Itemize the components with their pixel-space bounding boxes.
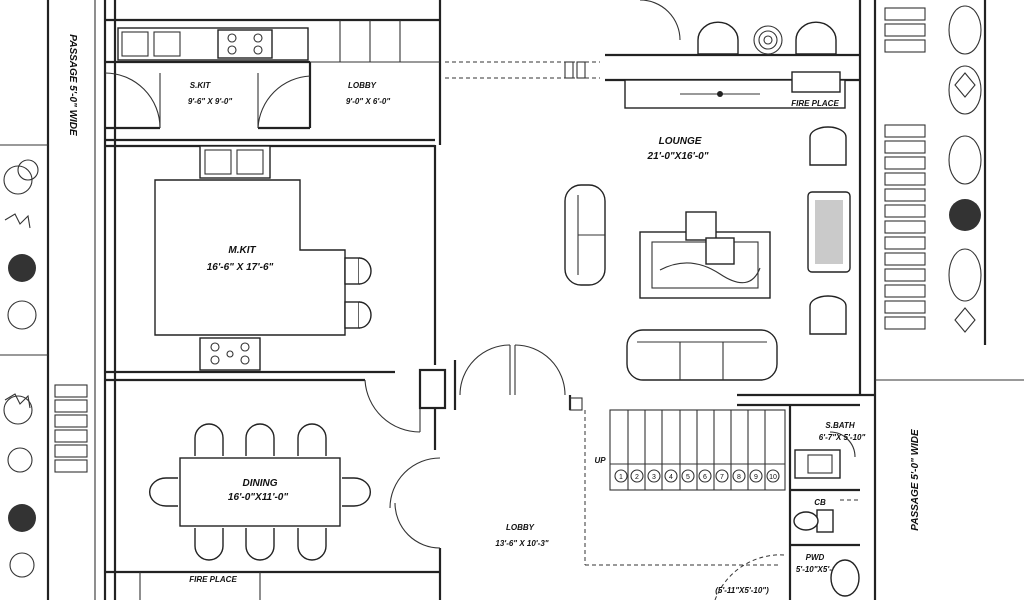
up-label: UP — [594, 456, 606, 465]
main-entry: LOBBY 13'-6" X 10'-3" — [453, 344, 583, 548]
lounge-room: FIRE PLACE LO — [445, 0, 875, 407]
lounge-size: 21'-0"X16'-0" — [647, 151, 709, 162]
armchair-icon — [697, 21, 847, 335]
svg-text:2: 2 — [635, 474, 639, 481]
lounge-name: LOUNGE — [659, 136, 702, 147]
mkit-name: M.KIT — [228, 245, 256, 256]
shrub-icon — [948, 5, 982, 333]
skit-size: 9'-6" X 9'-0" — [188, 97, 233, 106]
dining-size: 16'-0"X11'-0" — [228, 492, 288, 503]
fireplace-bottom-label: FIRE PLACE — [189, 575, 237, 584]
svg-text:4: 4 — [669, 474, 673, 481]
coffee-table-icon — [639, 211, 771, 299]
svg-text:6: 6 — [703, 474, 707, 481]
bath-area: S.BATH 6'-7"X 5'-10" CB PWD 5'-10"X5'-6"… — [714, 405, 866, 600]
left-garden: PASSAGE 5'-0" WIDE — [0, 0, 96, 600]
svg-text:1: 1 — [619, 474, 623, 481]
sink-icon — [204, 149, 232, 175]
svg-text:3: 3 — [652, 474, 656, 481]
stove-icon — [199, 337, 261, 371]
svg-text:9: 9 — [754, 474, 758, 481]
step-numbers: 1 2 3 4 5 6 7 8 9 10 — [614, 469, 780, 483]
lobby-main-name: LOBBY — [506, 523, 535, 532]
bath-name: S.BATH — [825, 421, 854, 430]
side-cabinet — [807, 191, 851, 273]
shrub-icon — [3, 159, 39, 578]
pwd-name: PWD — [806, 553, 825, 562]
sofa-icon — [564, 184, 778, 381]
plant-pot-icon — [753, 25, 783, 55]
bar-stool-icon — [344, 257, 372, 329]
toilet-icon — [793, 509, 834, 533]
door-swing — [639, 0, 681, 41]
right-garden: PASSAGE 5'-0" WIDE — [875, 0, 1024, 531]
paving — [54, 384, 88, 473]
cb-label: CB — [814, 498, 826, 507]
passage-left-label: PASSAGE 5'-0" WIDE — [67, 34, 78, 136]
door-swing — [364, 368, 447, 600]
bottom-dim-label: (5'-11"X5'-10") — [715, 586, 769, 595]
mkit-room: M.KIT 16'-6" X 17'-6" — [105, 138, 435, 382]
door-swing — [104, 72, 161, 129]
mkit-size: 16'-6" X 17'-6" — [207, 262, 274, 273]
fireplace-top-label: FIRE PLACE — [791, 99, 839, 108]
skit-room: S.KIT 9'-6" X 9'-0" — [104, 18, 440, 130]
svg-text:7: 7 — [720, 474, 724, 481]
skit-name: S.KIT — [190, 81, 212, 90]
paving — [884, 7, 926, 330]
lobby-top-size: 9'-0" X 6'-0" — [346, 97, 391, 106]
passage-right-label: PASSAGE 5'-0" WIDE — [910, 429, 921, 531]
svg-text:8: 8 — [737, 474, 741, 481]
basin-icon — [794, 449, 841, 479]
kitchen-counter — [117, 27, 309, 61]
pwd-size: 5'-10"X5'-6" — [796, 565, 841, 574]
lobby-main-size: 13'-6" X 10'-3" — [495, 539, 548, 548]
dining-table — [179, 457, 341, 527]
sink-icon — [121, 31, 149, 57]
stove-icon — [217, 29, 273, 59]
svg-text:5: 5 — [686, 474, 690, 481]
kitchen-counter — [199, 145, 271, 179]
bath-size: 6'-7"X 5'-10" — [819, 433, 866, 442]
svg-text:10: 10 — [769, 474, 777, 481]
outer-walls — [103, 0, 877, 600]
staircase: UP 1 2 3 4 5 6 7 8 9 10 — [584, 409, 786, 566]
dining-chair-icon — [148, 423, 372, 561]
dining-name: DINING — [243, 478, 278, 489]
dining-room: DINING 16'-0"X11'-0" FIRE PLACE — [105, 423, 440, 600]
lobby-top-name: LOBBY — [348, 81, 377, 90]
toilet-icon — [830, 559, 860, 597]
lobby-top: LOBBY 9'-0" X 6'-0" — [310, 20, 440, 106]
kitchen-island — [154, 179, 346, 336]
